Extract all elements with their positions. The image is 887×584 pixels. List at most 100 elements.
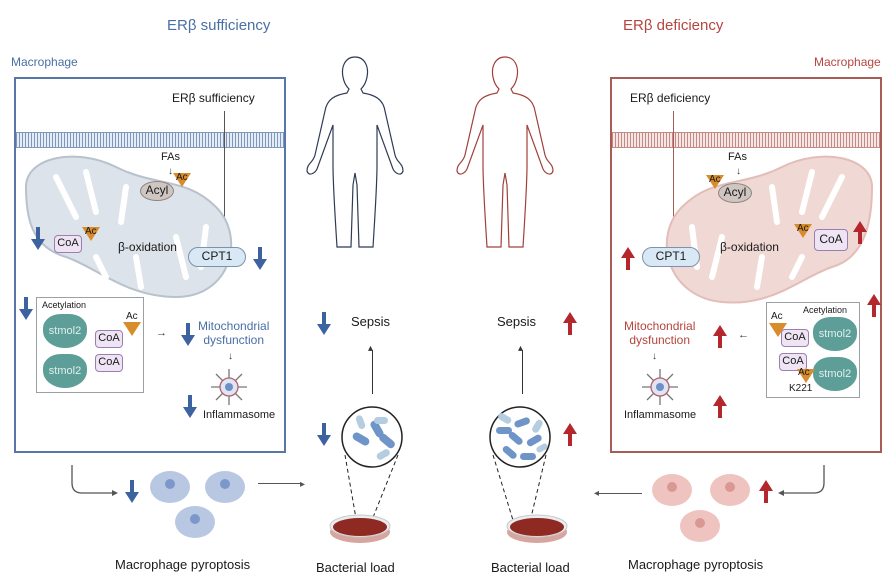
acetylation-inset: Acetylation stmol2 stmol2 CoA CoA Ac [36,297,144,393]
arrow-down-icon: ↓ [228,351,233,362]
left-macrophage-label: Macrophage [11,55,78,69]
ac-label: Ac [126,311,138,322]
right-condition-title: ERβ deficiency [623,17,724,34]
left-bacterial-load-label: Bacterial load [316,560,395,575]
erb-signal-line [673,111,674,260]
ac-label: Ac [85,226,97,237]
erb-signal-label: ERβ sufficiency [172,91,255,105]
coa-label: CoA [779,353,807,371]
coa-label: CoA [95,330,123,348]
ac-label: Ac [709,174,721,185]
inflammasome-icon [211,369,247,405]
arrow-up-icon: ▴ [368,343,374,354]
cell-membrane [612,132,880,148]
acetyl-group-icon [173,173,191,187]
beta-oxidation-label: β-oxidation [118,240,177,254]
inflammasome-label: Inflammasome [624,409,697,421]
acetyl-group-icon [706,175,724,189]
petri-dish-icon [329,514,391,543]
bacteria-magnifier-right [489,406,551,531]
arrow-right-icon: ▸ [300,479,306,490]
left-sepsis-label: Sepsis [351,314,391,329]
flow-arrow-line [522,350,523,394]
increase-arrow-icon [713,395,727,418]
decrease-arrow-icon [183,395,197,418]
petri-dish-icon [506,514,568,543]
decrease-arrow-icon [317,423,331,446]
acetyl-group-icon [769,323,787,337]
stmol2-protein: stmol2 [813,317,857,351]
human-body-red-icon [456,56,554,248]
decrease-arrow-icon [31,227,45,250]
stmol2-protein: stmol2 [43,354,87,388]
mito-line-1: Mitochondrial [624,319,696,333]
arrow-down-icon: ↓ [168,166,173,177]
arrow-down-icon: ↓ [652,351,657,362]
acetylation-title: Acetylation [42,300,87,310]
pyroptotic-macrophages-icon [652,474,750,542]
left-macrophage-panel: ERβ sufficiency FAs ↓ Acyl Ac CoA Ac β-o… [14,77,286,453]
increase-arrow-icon [563,423,577,446]
inflammasome-icon [642,369,678,405]
arrow-left-icon: ◂ [594,488,600,499]
ac-label: Ac [176,172,188,183]
acetyl-group-icon [82,227,100,241]
right-macrophage-label: Macrophage [814,55,881,69]
ac-label: Ac [797,223,809,234]
increase-arrow-icon [867,294,881,317]
flow-arrow-line [258,483,302,484]
mitochondrial-dysfunction-label: Mitochondrial dysfunction [198,319,269,347]
right-pyroptosis-label: Macrophage pyroptosis [628,557,764,572]
coa-label: CoA [814,229,848,251]
acyl-label: Acyl [718,183,752,203]
arrow-left-icon: ← [738,329,749,341]
acyl-label: Acyl [140,181,174,201]
mito-line-1: Mitochondrial [198,319,270,333]
decrease-arrow-icon [19,297,33,320]
fatty-acids-label: FAs [728,151,747,163]
human-body-blue-icon [306,56,404,248]
flow-arrow-line [372,350,373,394]
acetyl-group-icon [797,369,815,383]
increase-arrow-icon [713,325,727,348]
increase-arrow-icon [853,221,867,244]
mitochondrion [24,155,233,299]
flow-arrow-icon [71,465,118,496]
k221-residue-label: K221 [789,383,813,394]
right-sepsis-label: Sepsis [497,314,537,329]
flow-arrow-icon [778,465,825,496]
ac-label: Ac [798,367,810,378]
increase-arrow-icon [563,312,577,335]
decrease-arrow-icon [181,323,195,346]
arrow-right-icon: → [156,327,167,339]
decrease-arrow-icon [125,480,139,503]
bacteria-magnifier-left [341,406,403,531]
mitochondrial-dysfunction-label: Mitochondrial dysfunction [624,319,695,347]
stmol2-protein: stmol2 [813,357,857,391]
mito-line-2: dysfunction [629,333,691,347]
coa-label: CoA [95,354,123,372]
pyroptotic-macrophages-icon [150,471,245,538]
left-condition-title: ERβ sufficiency [167,17,271,34]
inflammasome-label: Inflammasome [203,409,276,421]
cpt1-label: CPT1 [188,247,246,267]
acetyl-group-icon [794,224,812,238]
right-bacterial-load-label: Bacterial load [491,560,570,575]
acetylation-title: Acetylation [803,305,848,315]
stmol2-protein: stmol2 [43,314,87,348]
right-macrophage-panel: ERβ deficiency FAs ↓ Acyl Ac CPT1 β-oxid… [610,77,882,453]
decrease-arrow-icon [253,247,267,270]
coa-label: CoA [781,329,809,347]
erb-signal-label: ERβ deficiency [630,91,711,105]
increase-arrow-icon [759,480,773,503]
ac-label: Ac [771,311,783,322]
arrow-up-icon: ▴ [518,343,524,354]
mito-line-2: dysfunction [203,333,265,347]
fatty-acids-label: FAs [161,151,180,163]
cell-membrane [16,132,284,148]
flow-arrow-line [598,493,642,494]
cpt1-label: CPT1 [642,247,700,267]
acetylation-inset: Acetylation stmol2 stmol2 CoA CoA Ac Ac … [766,302,860,398]
erb-signal-line [224,111,225,260]
left-pyroptosis-label: Macrophage pyroptosis [115,557,251,572]
